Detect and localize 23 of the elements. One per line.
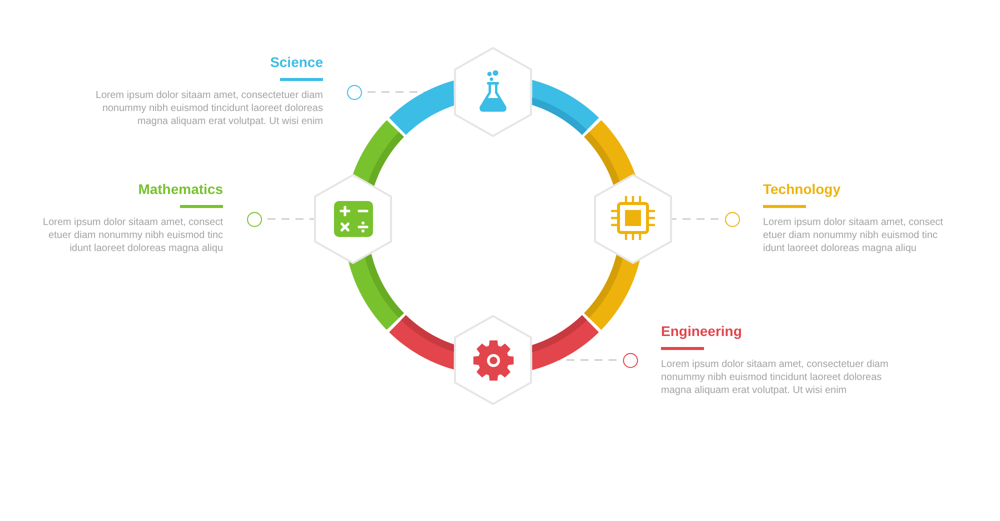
topic-heading: Technology bbox=[763, 181, 841, 198]
hexagon-tile bbox=[314, 174, 392, 264]
topic-heading: Engineering bbox=[661, 323, 742, 340]
topic-description: Lorem ipsum dolor sitaam amet, consect etuer diam nonummy nibh euismod tinc idunt laoreet doloreas magna aliqu bbox=[763, 216, 944, 255]
hexagon-tile bbox=[454, 315, 532, 405]
topic-heading: Mathematics bbox=[138, 181, 223, 198]
ring-segment bbox=[532, 315, 599, 370]
ring-segment bbox=[353, 120, 404, 186]
topic-description: Lorem ipsum dolor sitaam amet, consectetuer diam nonummy nibh euismod tincidunt laoreet doloreas magna aliquam erat volutpat. Ut wisi enim bbox=[94, 89, 323, 128]
topic-heading: Science bbox=[270, 54, 323, 71]
circle-marker bbox=[346, 84, 362, 100]
ring-segment bbox=[389, 315, 454, 370]
ring-segment bbox=[348, 254, 404, 330]
ring-segment bbox=[584, 120, 636, 186]
hexagon-tile bbox=[454, 47, 532, 137]
circle-marker bbox=[246, 212, 262, 226]
circle-marker bbox=[724, 212, 740, 226]
topic-description: Lorem ipsum dolor sitaam amet, consect etuer diam nonummy nibh euismod tinc idunt laoreet doloreas magna aliqu bbox=[42, 216, 223, 255]
ring-segment bbox=[389, 80, 454, 135]
topic-description: Lorem ipsum dolor sitaam amet, consectetuer diam nonummy nibh euismod tincidunt laoreet doloreas magna aliquam erat volutpat. Ut wisi enim bbox=[661, 358, 890, 397]
ring-segment bbox=[532, 80, 599, 135]
circle-marker bbox=[622, 352, 638, 368]
hexagon-tile bbox=[594, 174, 672, 264]
